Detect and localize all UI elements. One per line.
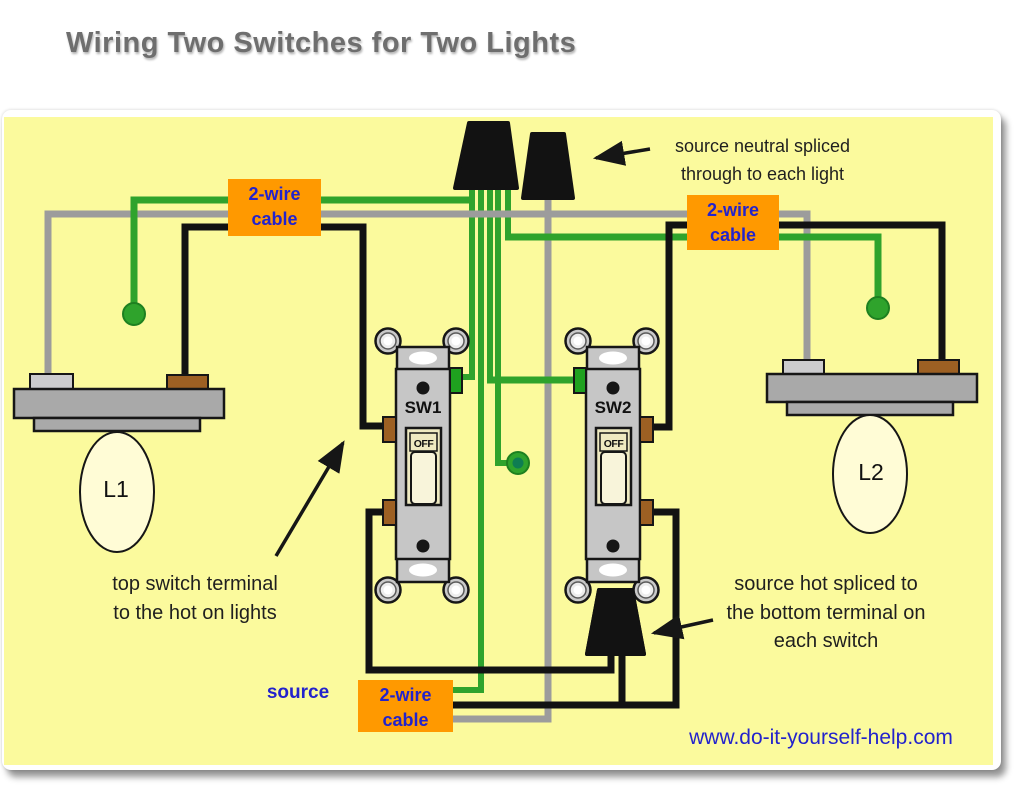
cable-label-source-line2: cable (382, 710, 429, 730)
l2-bulb (832, 414, 908, 534)
ground-dot-pigtail-core (512, 457, 524, 469)
sw2-bottom-slot (599, 563, 627, 577)
wire-ground-to-l2 (505, 233, 882, 298)
sw2-top-slot (599, 351, 627, 365)
website-link[interactable]: www.do-it-yourself-help.com (689, 726, 953, 749)
wire-neutral-l1-l2 (44, 210, 811, 378)
sw1-top-slot (409, 351, 437, 365)
ground-wires (452, 186, 511, 693)
l2-label: L2 (858, 459, 884, 485)
wire-nut-neutral-splice (521, 132, 575, 200)
sw1-mounting-screws (374, 327, 470, 604)
neutral-wires (44, 198, 811, 723)
sw1-top-dot (416, 381, 430, 395)
l1-label: L1 (103, 476, 129, 502)
light-fixture-l2: L2 (765, 359, 979, 534)
cable-label-right-line2: cable (709, 225, 757, 245)
hot-wires (181, 221, 946, 709)
wire-hot-sw1-bottom-to-splice (365, 508, 615, 674)
sw1-label: SW1 (405, 398, 442, 417)
l1-neutral-terminal (29, 373, 74, 391)
l1-fixture-canopy (32, 416, 202, 433)
l1-bulb (79, 431, 155, 553)
sw2-label: SW2 (595, 398, 632, 417)
sw1-toggle-state: OFF (414, 438, 435, 450)
sw2-top-terminal (639, 416, 654, 443)
cable-label-left-line2: cable (251, 209, 298, 229)
ground-dot-l1 (122, 302, 146, 326)
sw2-bottom-dot (606, 539, 620, 553)
wire-hot-sw2-top-to-l2 (651, 221, 946, 431)
l2-fixture-canopy (785, 400, 955, 417)
wire-hot-l1-to-sw1-top (181, 223, 384, 430)
sw1-bottom-terminal (382, 499, 397, 526)
sw2-mounting-screws (564, 327, 660, 604)
wire-nut-hot-splice-cap (585, 588, 646, 656)
l2-fixture-bar (765, 372, 979, 404)
sw1-bottom-dot (416, 539, 430, 553)
sw2-toggle-state: OFF (604, 438, 625, 450)
l1-fixture-bar (12, 387, 226, 420)
cable-label-right-line1: 2-wire (706, 200, 760, 220)
switch-sw2: SW2 OFF (564, 327, 660, 604)
sw2-bottom-terminal (639, 499, 654, 526)
sw1-top-terminal (382, 416, 397, 443)
cable-label-right: 2-wire cable (687, 195, 779, 250)
source-label: source (266, 682, 330, 703)
sw1-bottom-slot (409, 563, 437, 577)
wire-nut-ground-splice (453, 121, 519, 190)
sw2-top-dot (606, 381, 620, 395)
wire-ground-to-source (452, 186, 484, 693)
page-title: Wiring Two Switches for Two Lights (66, 27, 577, 59)
hot-splice-note: source hot spliced to the bottom termina… (726, 573, 926, 652)
light-fixture-l1: L1 (12, 373, 226, 553)
wire-hot-source-to-sw2-bottom (452, 508, 680, 709)
sw2-ground-terminal (573, 367, 587, 394)
switch-sw1: SW1 OFF (374, 327, 470, 604)
wire-neutral-source (452, 198, 552, 723)
sw1-ground-terminal (449, 367, 463, 394)
cable-label-left-line1: 2-wire (248, 184, 301, 204)
cable-label-source-line1: 2-wire (379, 685, 432, 705)
cable-label-left: 2-wire cable (228, 179, 321, 236)
ground-dot-l2 (866, 296, 890, 320)
sw2-toggle-handle[interactable] (600, 451, 627, 505)
switch-terminal-note-arrow (274, 440, 345, 557)
switch-terminal-note: top switch terminal to the hot on lights (112, 573, 278, 624)
neutral-note-arrow (592, 140, 651, 166)
cable-label-source: 2-wire cable (358, 680, 453, 732)
sw1-toggle-handle[interactable] (410, 451, 437, 505)
hot-note-arrow (650, 614, 714, 640)
wire-ground-to-l1 (130, 196, 471, 304)
ground-branch-wires (130, 196, 882, 384)
neutral-splice-note: source neutral spliced through to each l… (674, 136, 851, 184)
